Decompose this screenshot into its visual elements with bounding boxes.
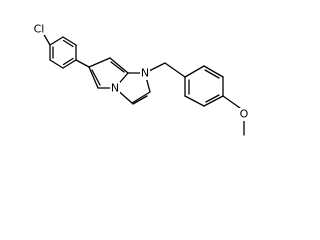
- bond: [109, 57, 129, 74]
- bond: [49, 36, 64, 46]
- oxygen-label: O: [240, 108, 249, 121]
- bond: [184, 65, 205, 78]
- double-bond: [110, 61, 125, 73]
- bond: [203, 65, 224, 78]
- double-bond: [205, 94, 220, 103]
- bond: [203, 95, 224, 107]
- bond: [184, 95, 205, 107]
- bond: [75, 59, 90, 68]
- pyrrole-ring: [88, 57, 129, 89]
- bond: [62, 36, 77, 46]
- double-bond: [62, 39, 74, 48]
- atom-nitrogen-n1: N: [140, 67, 150, 80]
- bond: [62, 59, 77, 69]
- bond: [88, 57, 111, 68]
- atom-chlorine: Cl: [31, 22, 47, 36]
- chemical-structure: Cl N N O: [31, 22, 250, 136]
- bond: [49, 59, 64, 69]
- chlorophenyl-ring: [42, 32, 77, 69]
- bond: [222, 95, 241, 109]
- bond: [88, 66, 99, 89]
- nitrogen-n1-label: N: [141, 67, 149, 80]
- bond: [131, 91, 151, 104]
- methoxyphenyl-ring: [184, 65, 224, 107]
- chlorine-label: Cl: [34, 23, 45, 36]
- bond: [164, 62, 186, 78]
- double-bond: [91, 69, 101, 86]
- atom-nitrogen-bridgehead: N: [110, 82, 120, 95]
- nitrogen-bridgehead-label: N: [111, 82, 119, 95]
- double-bond: [62, 57, 74, 66]
- double-bond: [132, 95, 148, 105]
- atom-oxygen: O: [238, 108, 250, 121]
- double-bond: [204, 69, 220, 79]
